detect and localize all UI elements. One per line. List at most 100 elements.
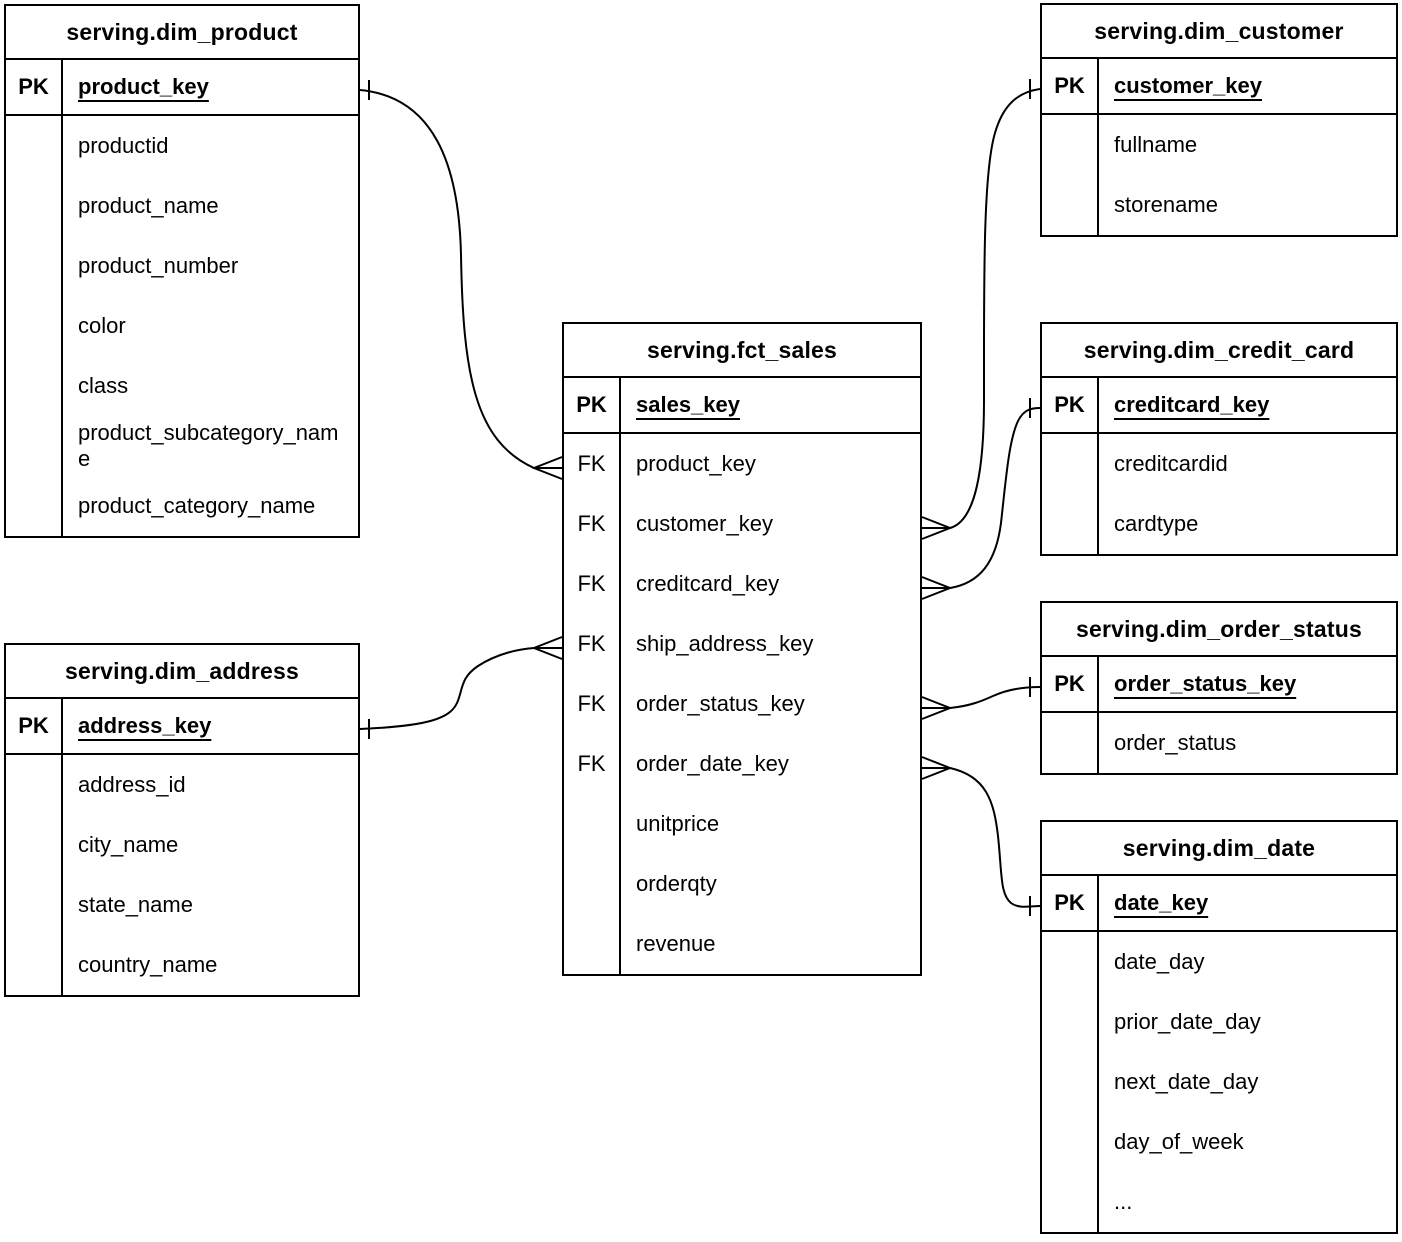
key-badge bbox=[1042, 992, 1099, 1052]
key-badge bbox=[1042, 1052, 1099, 1112]
field-row: creditcardid bbox=[1042, 434, 1396, 494]
field-name: next_date_day bbox=[1114, 1069, 1259, 1095]
field-name: customer_key bbox=[1114, 73, 1262, 99]
key-badge: PK bbox=[6, 60, 63, 114]
field-row: ... bbox=[1042, 1172, 1396, 1232]
table-dim-date: serving.dim_date PK date_key date_day pr… bbox=[1040, 820, 1398, 1234]
field-row: color bbox=[6, 296, 358, 356]
primary-key-row: PK order_status_key bbox=[1042, 657, 1396, 713]
key-badge: PK bbox=[1042, 378, 1099, 432]
table-dim-order-status: serving.dim_order_status PK order_status… bbox=[1040, 601, 1398, 775]
table-dim-customer: serving.dim_customer PK customer_key ful… bbox=[1040, 3, 1398, 237]
field-name: date_day bbox=[1114, 949, 1205, 975]
field-row: day_of_week bbox=[1042, 1112, 1396, 1172]
field-row: date_day bbox=[1042, 932, 1396, 992]
field-row: FK ship_address_key bbox=[564, 614, 920, 674]
primary-key-row: PK sales_key bbox=[564, 378, 920, 434]
field-name: creditcard_key bbox=[1114, 392, 1270, 418]
key-badge bbox=[1042, 713, 1099, 773]
field-row: product_number bbox=[6, 236, 358, 296]
key-badge: FK bbox=[564, 434, 621, 494]
key-badge bbox=[6, 875, 63, 935]
key-badge bbox=[1042, 494, 1099, 554]
key-badge bbox=[6, 935, 63, 995]
many-cardinality-crowfoot bbox=[531, 636, 563, 660]
key-badge bbox=[1042, 115, 1099, 175]
primary-key-row: PK creditcard_key bbox=[1042, 378, 1396, 434]
field-row: FK order_date_key bbox=[564, 734, 920, 794]
field-row: city_name bbox=[6, 815, 358, 875]
field-name: address_key bbox=[78, 713, 212, 739]
field-name: class bbox=[78, 373, 129, 399]
field-name: sales_key bbox=[636, 392, 740, 418]
key-badge bbox=[564, 854, 621, 914]
many-cardinality-crowfoot bbox=[531, 456, 563, 480]
table-title: serving.dim_product bbox=[6, 6, 358, 60]
field-name: ship_address_key bbox=[636, 631, 814, 657]
field-name: productid bbox=[78, 133, 169, 159]
table-title: serving.dim_address bbox=[6, 645, 358, 699]
relationship-order-date-key bbox=[921, 756, 1041, 916]
field-name: country_name bbox=[78, 952, 218, 978]
key-badge bbox=[6, 476, 63, 536]
field-row: FK order_status_key bbox=[564, 674, 920, 734]
key-badge bbox=[1042, 932, 1099, 992]
relationship-curve bbox=[949, 686, 1041, 709]
field-name: city_name bbox=[78, 832, 179, 858]
key-badge bbox=[1042, 1172, 1099, 1232]
field-row: storename bbox=[1042, 175, 1396, 235]
relationship-curve bbox=[359, 647, 535, 730]
field-name: product_number bbox=[78, 253, 239, 279]
key-badge bbox=[1042, 1112, 1099, 1172]
key-badge bbox=[6, 815, 63, 875]
many-cardinality-crowfoot bbox=[921, 696, 953, 720]
field-name: product_subcategory_name bbox=[78, 420, 339, 471]
key-badge bbox=[6, 755, 63, 815]
field-name: state_name bbox=[78, 892, 193, 918]
field-name: order_date_key bbox=[636, 751, 789, 777]
key-badge bbox=[564, 794, 621, 854]
key-badge: FK bbox=[564, 734, 621, 794]
table-fct-sales: serving.fct_sales PK sales_key FK produc… bbox=[562, 322, 922, 976]
field-name: day_of_week bbox=[1114, 1129, 1244, 1155]
field-row: next_date_day bbox=[1042, 1052, 1396, 1112]
key-badge: PK bbox=[564, 378, 621, 432]
key-badge bbox=[1042, 434, 1099, 494]
table-dim-credit-card: serving.dim_credit_card PK creditcard_ke… bbox=[1040, 322, 1398, 556]
key-badge bbox=[6, 296, 63, 356]
field-name: creditcard_key bbox=[636, 571, 780, 597]
field-row: cardtype bbox=[1042, 494, 1396, 554]
key-badge bbox=[564, 914, 621, 974]
field-row: state_name bbox=[6, 875, 358, 935]
table-title: serving.dim_credit_card bbox=[1042, 324, 1396, 378]
field-row: revenue bbox=[564, 914, 920, 974]
field-name: orderqty bbox=[636, 871, 717, 897]
field-name: product_key bbox=[636, 451, 756, 477]
field-row: orderqty bbox=[564, 854, 920, 914]
primary-key-row: PK product_key bbox=[6, 60, 358, 116]
key-badge: PK bbox=[1042, 876, 1099, 930]
field-row: FK creditcard_key bbox=[564, 554, 920, 614]
field-name: revenue bbox=[636, 931, 716, 957]
field-name: order_status bbox=[1114, 730, 1237, 756]
relationship-curve bbox=[949, 407, 1041, 589]
relationship-curve bbox=[949, 88, 1041, 529]
field-row: fullname bbox=[1042, 115, 1396, 175]
key-badge: FK bbox=[564, 614, 621, 674]
field-name: storename bbox=[1114, 192, 1218, 218]
key-badge: PK bbox=[6, 699, 63, 753]
field-name: product_category_name bbox=[78, 493, 316, 519]
field-row: unitprice bbox=[564, 794, 920, 854]
relationship-customer-key bbox=[921, 79, 1041, 540]
field-name: ... bbox=[1114, 1189, 1133, 1215]
primary-key-row: PK customer_key bbox=[1042, 59, 1396, 115]
key-badge: FK bbox=[564, 494, 621, 554]
field-row: FK product_key bbox=[564, 434, 920, 494]
table-dim-address: serving.dim_address PK address_key addre… bbox=[4, 643, 360, 997]
table-title: serving.dim_date bbox=[1042, 822, 1396, 876]
key-badge: PK bbox=[1042, 657, 1099, 711]
field-name: fullname bbox=[1114, 132, 1198, 158]
table-dim-product: serving.dim_product PK product_key produ… bbox=[4, 4, 360, 538]
many-cardinality-crowfoot bbox=[921, 576, 953, 600]
